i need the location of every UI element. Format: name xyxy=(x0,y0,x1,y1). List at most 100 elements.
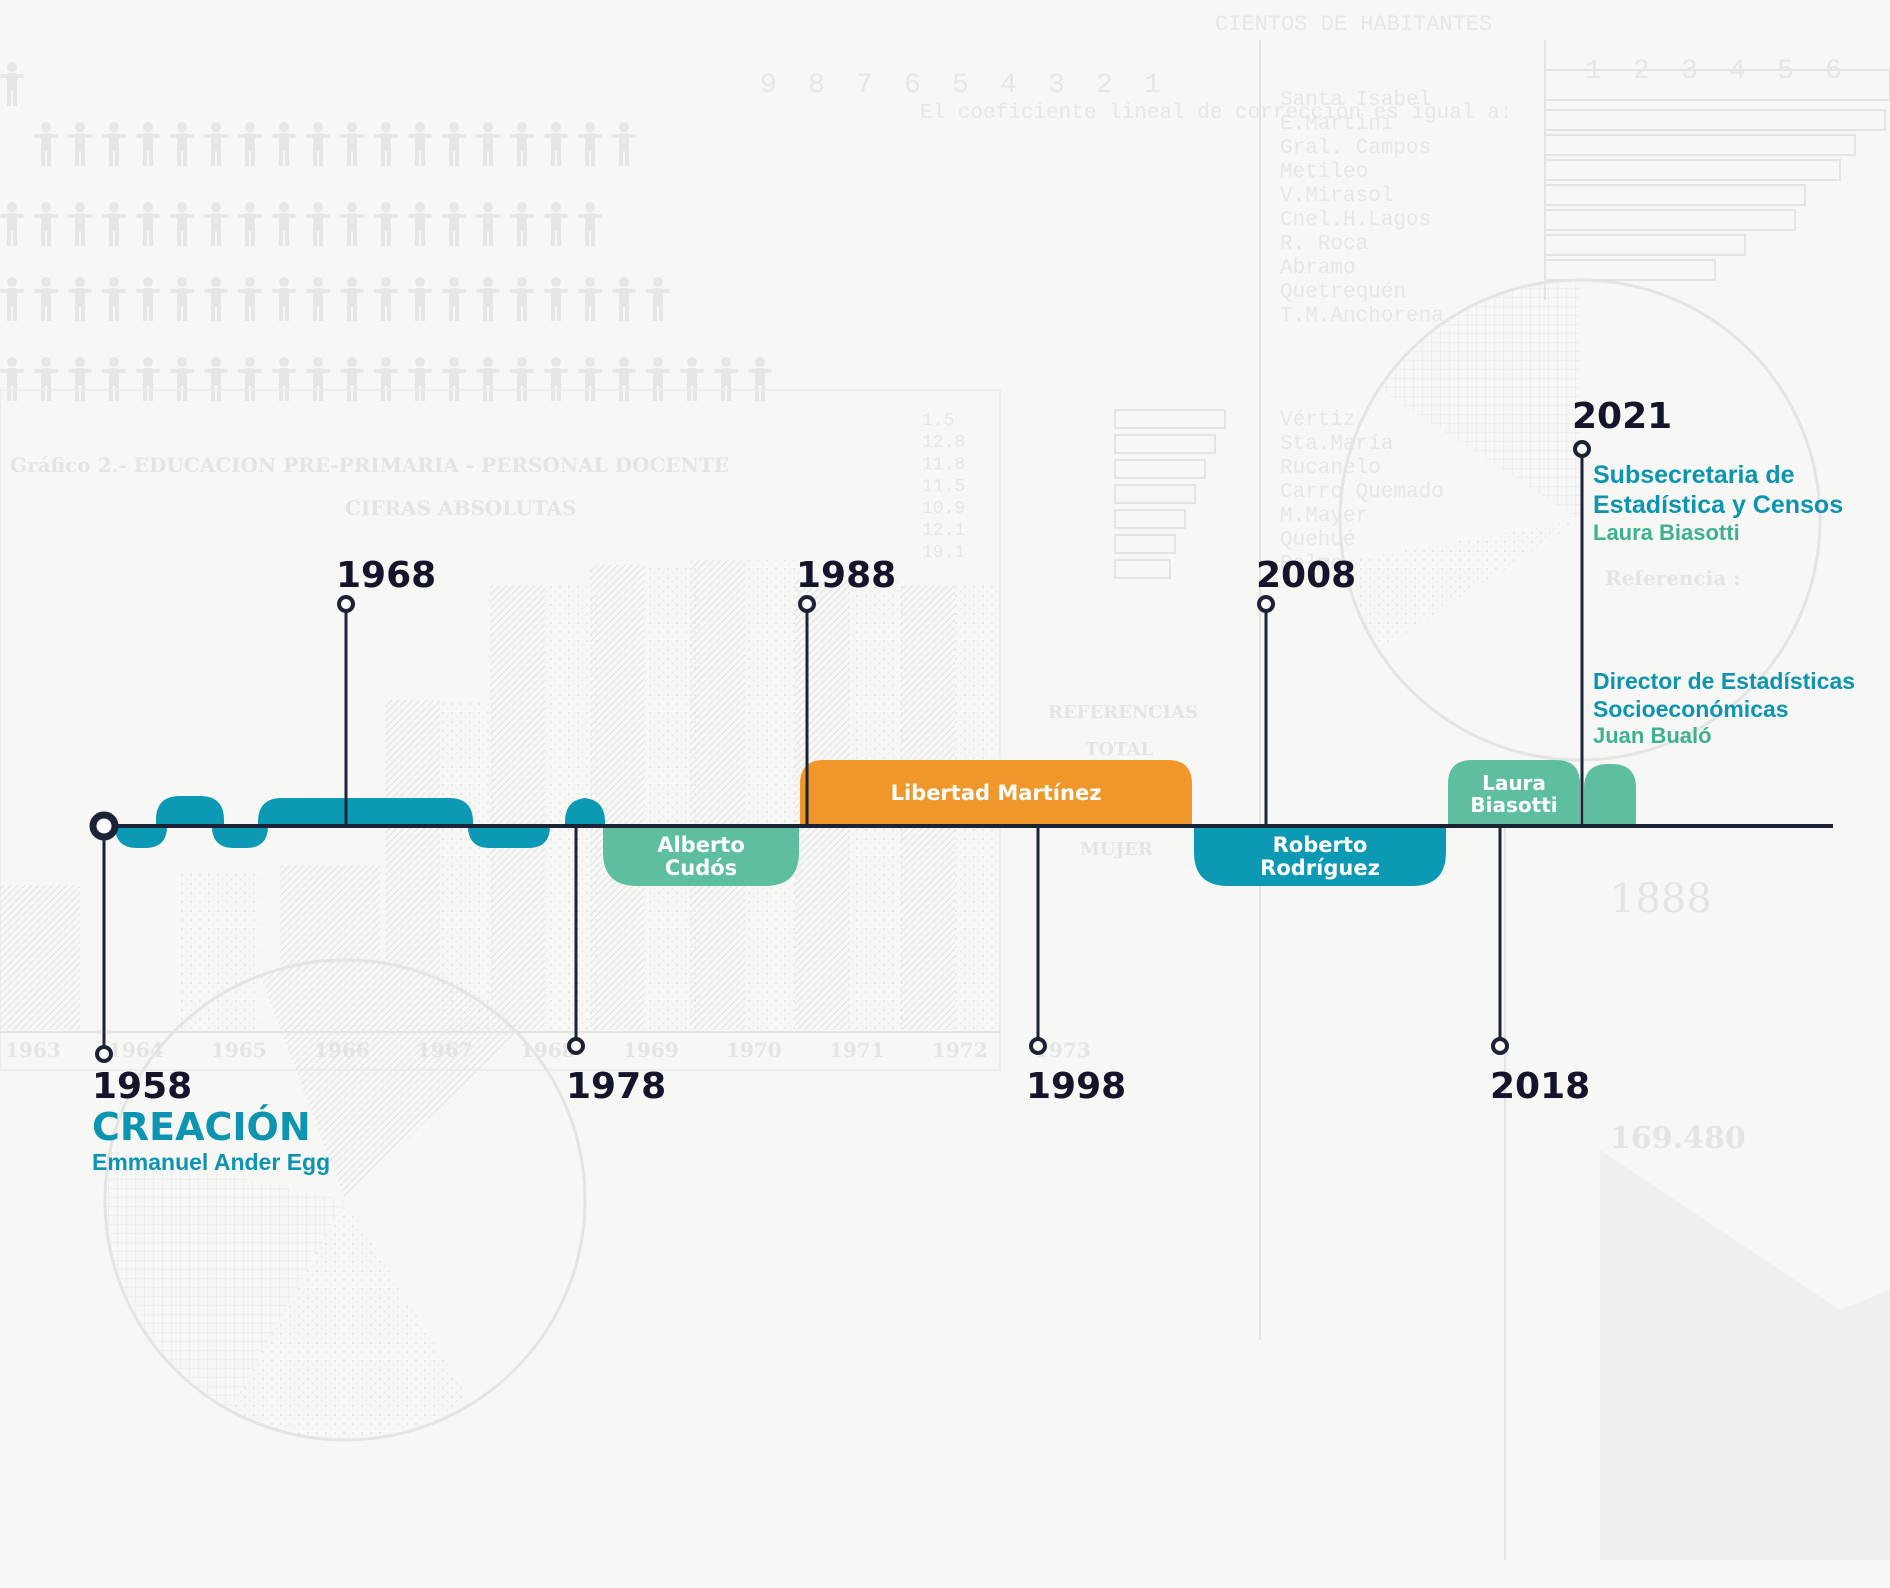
pin-1998 xyxy=(1029,1037,1047,1055)
note-director-person: Juan Bualó xyxy=(1593,723,1712,749)
bg-text-legend-mujer: MUJER xyxy=(1080,839,1154,860)
tenure-label-libertad-martinez: Libertad Martínez xyxy=(800,766,1192,820)
bg-hbar-chart xyxy=(1114,40,1890,1560)
bg-small-value: 11.8 xyxy=(922,455,965,475)
bg-place-name: R. Roca xyxy=(1280,233,1368,256)
tenure-alberto-line1: Alberto xyxy=(657,833,745,858)
pin-2018 xyxy=(1491,1037,1509,1055)
bg-axis-year: 1967 xyxy=(417,1038,473,1062)
tenure-roberto-line1: Roberto xyxy=(1272,833,1368,858)
tenure-segment xyxy=(156,796,224,826)
note-director: Director de Estadísticas Socioeconómicas… xyxy=(1593,668,1855,750)
bg-small-value: 12.8 xyxy=(922,433,965,453)
tenure-segment-juan-bualo xyxy=(1584,764,1636,826)
bg-digit: 6 xyxy=(1825,56,1842,87)
bg-digit: 3 xyxy=(1681,56,1698,87)
bg-small-value: 11.5 xyxy=(922,477,965,497)
bg-text-1888: 1888 xyxy=(1610,876,1712,922)
pin-1978 xyxy=(567,1037,585,1055)
tenure-block-roberto-rodriguez xyxy=(1194,826,1446,886)
bg-place-name: E.Martini xyxy=(1280,113,1393,136)
year-label-1988: 1988 xyxy=(796,555,897,596)
tenure-label-laura-biasotti: Laura Biasotti xyxy=(1448,768,1580,822)
bg-small-value: 19.1 xyxy=(922,543,965,563)
bg-text-chart-title: Gráfico 2.- EDUCACION PRE-PRIMARIA - PER… xyxy=(10,453,729,477)
tenure-libertad-line1: Libertad Martínez xyxy=(890,780,1102,805)
tenure-segment xyxy=(258,798,473,826)
bg-pie-right xyxy=(1338,278,1822,762)
bg-digit: 1 xyxy=(1144,70,1161,101)
bg-axis-year: 1968 xyxy=(520,1038,576,1062)
bg-place-name: Vértiz xyxy=(1280,409,1356,432)
bg-place-name: Carro Quemado xyxy=(1280,481,1444,504)
bg-text-chart-subtitle: CIFRAS ABSOLUTAS xyxy=(345,496,576,520)
note-subsecretaria: Subsecretaria de Estadística y Censos La… xyxy=(1593,460,1843,546)
bg-axis-year: 1970 xyxy=(726,1038,782,1062)
bg-text-big-number: 169.480 xyxy=(1610,1121,1746,1156)
note-subsecretaria-line2: Estadística y Censos xyxy=(1593,491,1844,519)
bg-digit: 5 xyxy=(952,70,969,101)
bg-digit: 2 xyxy=(1633,56,1650,87)
bg-place-name: V.Mirasol xyxy=(1280,185,1393,208)
bg-place-name: Rucanelo xyxy=(1280,457,1381,480)
tenure-roberto-line2: Rodríguez xyxy=(1260,856,1380,880)
bg-place-name: Santa Isabel xyxy=(1280,89,1431,112)
bg-bar-chart xyxy=(0,389,1001,1071)
tenure-label-alberto-cudos: Alberto Cudós xyxy=(603,830,799,884)
bg-place-name: Quetrequén xyxy=(1280,281,1406,304)
bg-axis-year: 1963 xyxy=(5,1038,61,1062)
bg-place-name: Relmo xyxy=(1280,553,1343,576)
year-label-1998: 1998 xyxy=(1026,1066,1127,1107)
bg-place-name: Metileo xyxy=(1280,161,1368,184)
bg-small-value: 1.5 xyxy=(922,411,954,431)
year-label-1968: 1968 xyxy=(336,555,437,596)
tenure-block-laura-biasotti xyxy=(1448,760,1580,826)
year-label-2008: 2008 xyxy=(1256,555,1357,596)
year-label-2018: 2018 xyxy=(1490,1066,1591,1107)
bg-digit: 7 xyxy=(856,70,873,101)
bg-small-value: 10.9 xyxy=(922,499,965,519)
year-label-1958: 1958 xyxy=(92,1066,193,1107)
bg-axis-year: 1972 xyxy=(932,1038,988,1062)
bg-place-name: Sta.María xyxy=(1280,433,1393,456)
bg-text-coef: El coeficiente lineal de corrección es i… xyxy=(920,102,1512,125)
tenure-block-libertad-martinez xyxy=(800,760,1192,826)
bg-digit: 5 xyxy=(1777,56,1794,87)
bg-digit: 9 xyxy=(760,70,777,101)
bg-axis-year: 1971 xyxy=(829,1038,885,1062)
note-subsecretaria-line1: Subsecretaria de xyxy=(1593,461,1795,489)
pin-1958 xyxy=(95,1045,113,1063)
bg-digit: 8 xyxy=(808,70,825,101)
tenure-laura-line1: Laura xyxy=(1482,771,1546,796)
pin-1988 xyxy=(798,595,816,613)
note-subsecretaria-person: Laura Biasotti xyxy=(1593,520,1740,545)
bg-digit: 4 xyxy=(1000,70,1017,101)
bg-pie-left xyxy=(103,958,587,1442)
timeline-start-marker xyxy=(89,811,119,841)
bg-texts: CIENTOS DE HABITANTES El coeficiente lin… xyxy=(5,12,1842,1156)
bg-axis-year: 1966 xyxy=(314,1038,370,1062)
bg-area-shape xyxy=(1600,1150,1890,1560)
bg-place-name: Gral. Campos xyxy=(1280,137,1431,160)
bg-axis-year: 1964 xyxy=(108,1038,164,1062)
bg-digit: 1 xyxy=(1585,56,1602,87)
year-label-1978: 1978 xyxy=(566,1066,667,1107)
tenure-alberto-line2: Cudós xyxy=(664,856,738,880)
bg-text-legend-total: TOTAL xyxy=(1085,739,1153,760)
bg-digit: 6 xyxy=(904,70,921,101)
creation-founder-name: Emmanuel Ander Egg xyxy=(92,1149,331,1175)
bg-digit: 3 xyxy=(1048,70,1065,101)
tenure-segment xyxy=(212,826,268,848)
tenure-segment xyxy=(115,826,167,848)
bg-axis-year: 1969 xyxy=(623,1038,679,1062)
bg-text-legend-title: REFERENCIAS xyxy=(1048,702,1198,723)
note-director-line2: Socioeconómicas xyxy=(1593,695,1789,722)
note-director-line1: Director de Estadísticas xyxy=(1593,668,1856,694)
tenure-laura-line2: Biasotti xyxy=(1470,793,1558,817)
bg-place-name: Cnel.H.Lagos xyxy=(1280,209,1431,232)
bg-text-header: CIENTOS DE HABITANTES xyxy=(1215,12,1492,37)
tenure-block-alberto-cudos xyxy=(603,826,799,886)
